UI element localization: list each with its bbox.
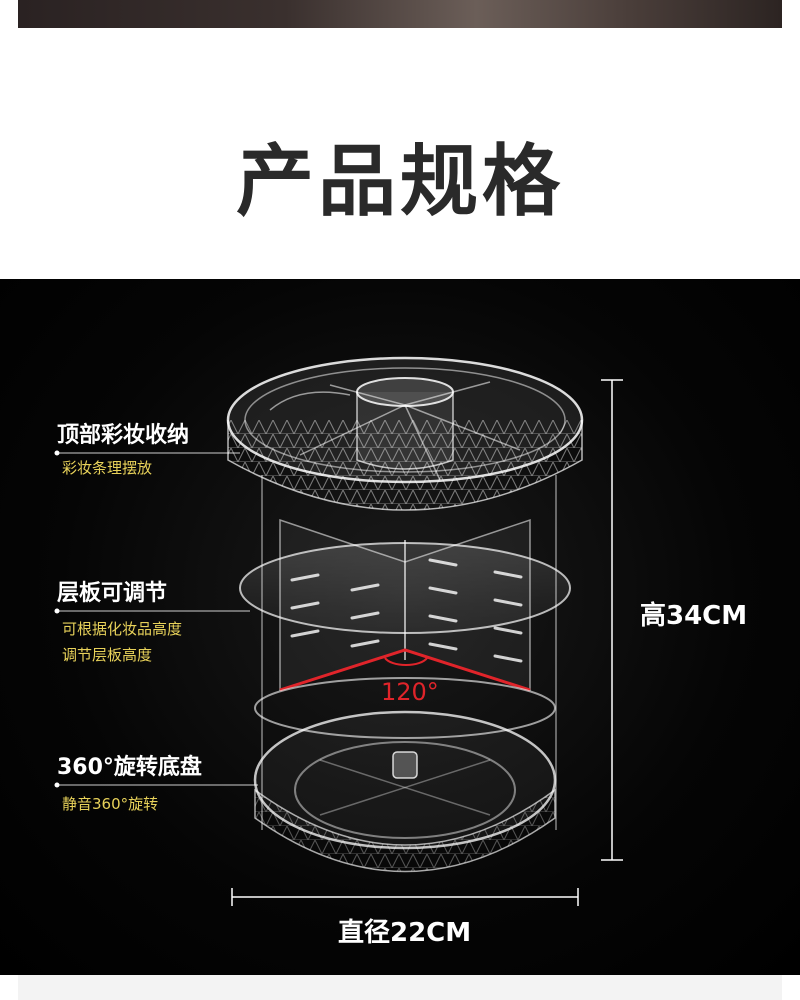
feature-top-desc: 彩妆条理摆放 (62, 459, 153, 477)
feature-base-title: 360°旋转底盘 (57, 755, 202, 780)
feature-base-desc: 静音360°旋转 (62, 795, 159, 813)
product-illustration (54, 356, 623, 906)
page-title: 产品规格 (235, 137, 564, 227)
feature-shelf-desc-line1: 可根据化妆品高度 (62, 620, 183, 638)
shelf-angle-label: 120° (381, 678, 439, 706)
top-photo-strip (18, 0, 782, 28)
feature-shelf-desc-line2: 调节层板高度 (62, 646, 153, 664)
bottom-strip (18, 975, 782, 1000)
height-dimension-label: 高34CM (640, 601, 748, 631)
feature-shelf-title: 层板可调节 (57, 581, 168, 606)
diameter-dimension-label: 直径22CM (338, 918, 472, 948)
feature-top-title: 顶部彩妆收纳 (57, 423, 190, 448)
